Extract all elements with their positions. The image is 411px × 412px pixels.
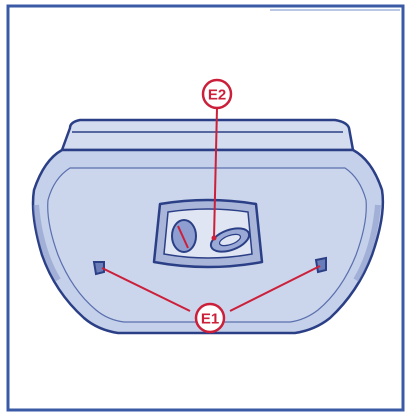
callout-e1-label: E1 — [201, 311, 219, 328]
right-screw-point — [316, 258, 326, 272]
key-window — [154, 200, 262, 267]
callout-e2-label: E2 — [208, 87, 226, 104]
callout-e2-dot — [212, 236, 217, 241]
